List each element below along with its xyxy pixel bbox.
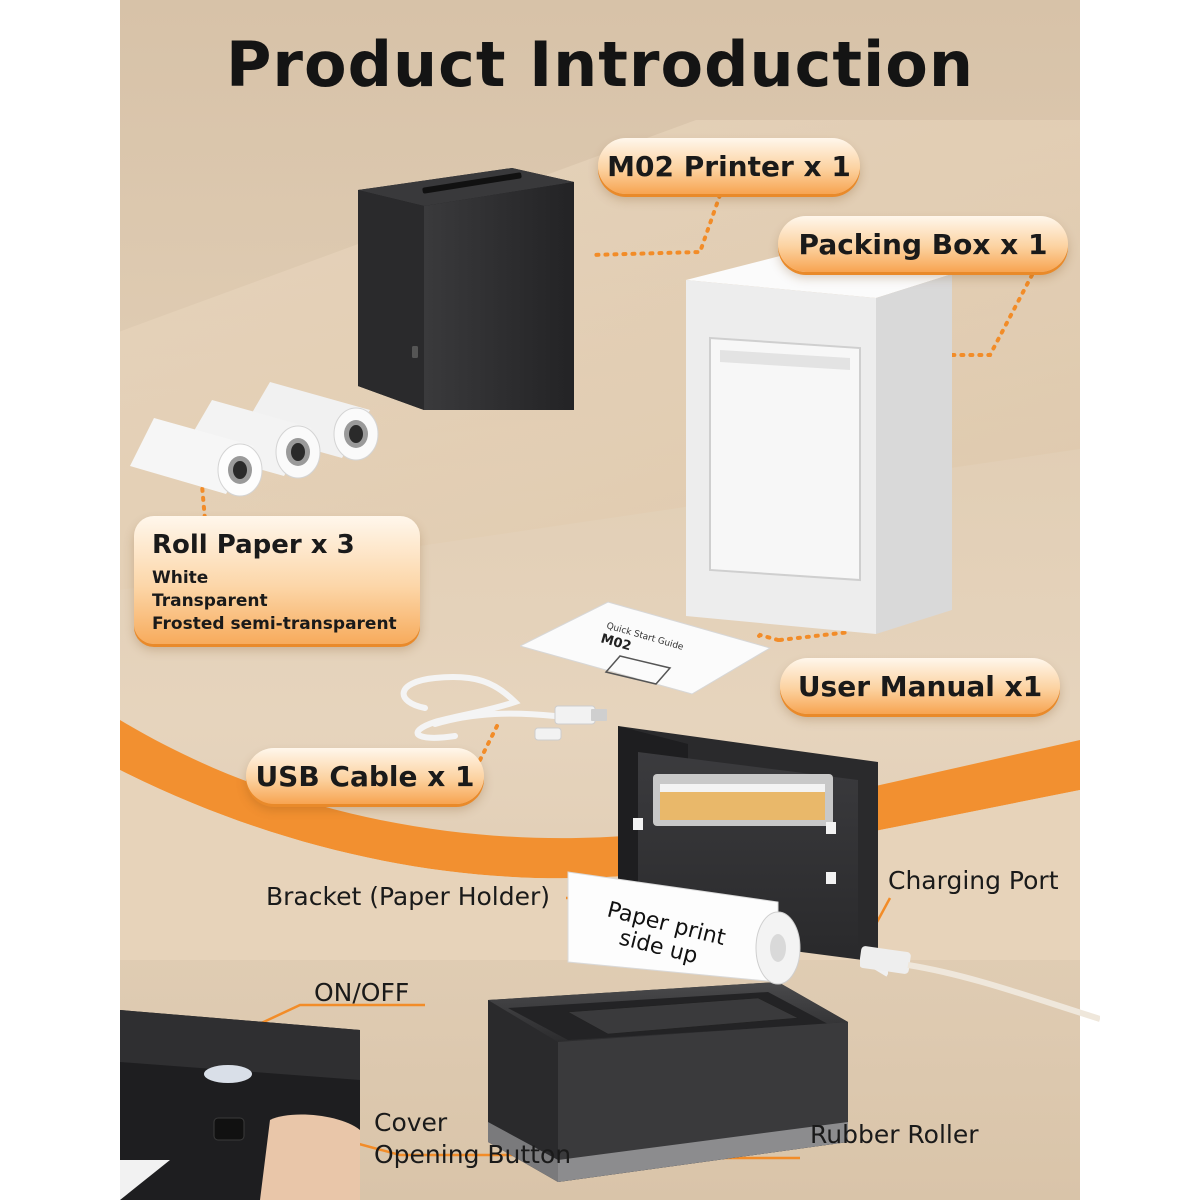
label-bracket: Bracket (Paper Holder) bbox=[266, 882, 551, 911]
roll-paper-image bbox=[130, 382, 379, 497]
label-packing-box: Packing Box x 1 bbox=[778, 216, 1068, 272]
m02-printer-image bbox=[358, 168, 574, 410]
usb-cable-image bbox=[400, 674, 607, 741]
roll-paper-type-frosted: Frosted semi-transparent bbox=[152, 614, 397, 634]
label-cover-line1: Cover bbox=[374, 1108, 448, 1137]
label-m02-printer: M02 Printer x 1 bbox=[598, 138, 860, 194]
label-charging-port: Charging Port bbox=[888, 866, 1059, 895]
roll-paper-type-white: White bbox=[152, 568, 209, 588]
user-manual-image: Quick Start Guide M02 bbox=[520, 601, 772, 695]
power-button-closeup bbox=[120, 1010, 360, 1200]
open-printer-image: Paper print side up bbox=[488, 726, 888, 1182]
charging-cable-image bbox=[860, 946, 1100, 1022]
page-title: Product Introduction bbox=[225, 28, 974, 101]
label-roll-paper: Roll Paper x 3 bbox=[152, 530, 355, 560]
label-rubber-roller: Rubber Roller bbox=[810, 1120, 979, 1149]
roll-paper-type-transparent: Transparent bbox=[152, 591, 268, 611]
label-on-off: ON/OFF bbox=[314, 978, 410, 1007]
label-user-manual: User Manual x1 bbox=[780, 658, 1060, 714]
label-usb-cable: USB Cable x 1 bbox=[246, 748, 484, 804]
packing-box-image bbox=[686, 256, 952, 634]
roll-paper-callout: Roll Paper x 3 White Transparent Frosted… bbox=[134, 516, 420, 644]
label-cover-line2: Opening Button bbox=[374, 1140, 572, 1169]
